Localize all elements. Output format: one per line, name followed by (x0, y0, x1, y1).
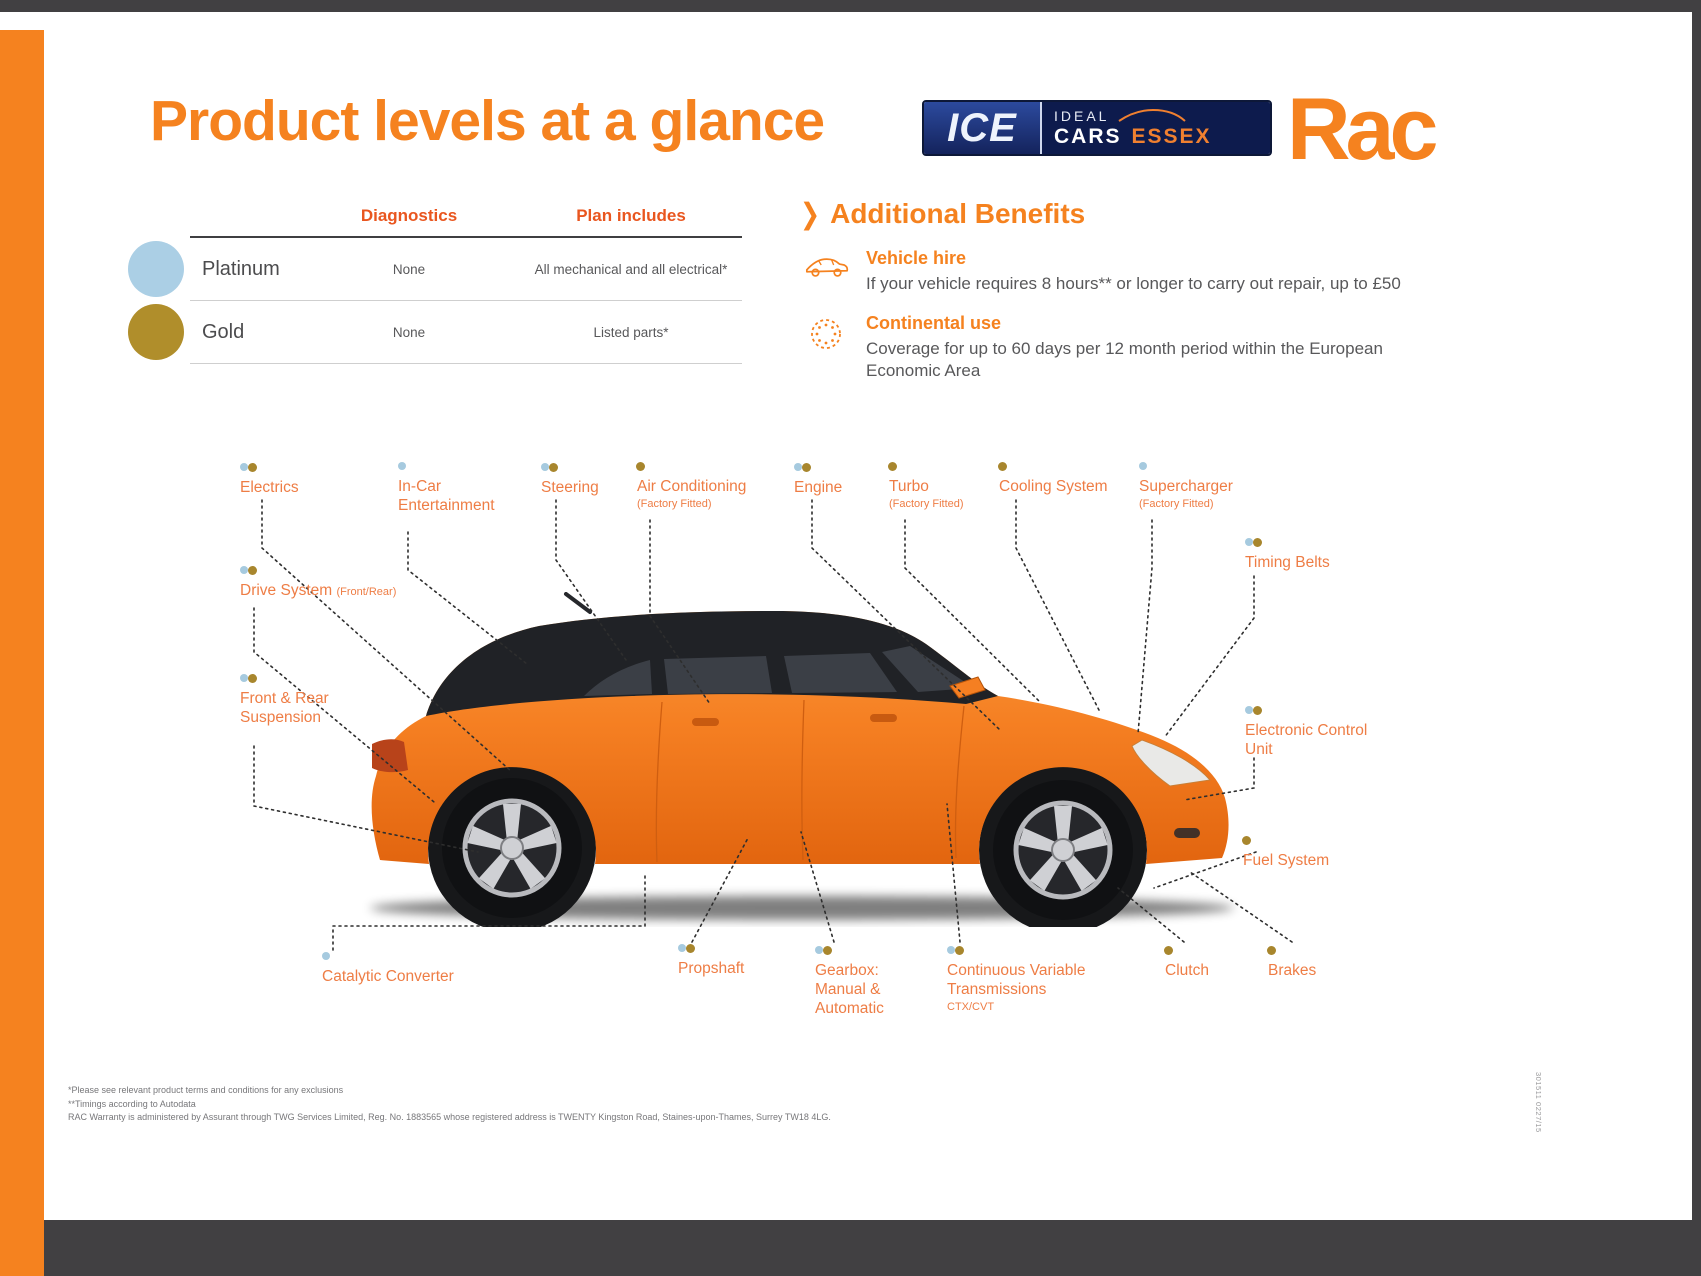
footnote-legal: RAC Warranty is administered by Assurant… (68, 1112, 831, 1122)
car-door-handle (692, 718, 719, 726)
continental-stars-icon (800, 313, 852, 382)
footnotes: *Please see relevant product terms and c… (68, 1084, 831, 1125)
benefits-title: Additional Benefits (830, 198, 1086, 229)
table-bottom-rule (190, 363, 742, 364)
table-header-rule (190, 236, 742, 238)
ice-logo-essex: ESSEX (1131, 125, 1212, 148)
benefit-continental-use: Continental use Coverage for up to 60 da… (800, 313, 1460, 382)
chevron-icon: ❯ (800, 197, 821, 231)
gold-diagnostics: None (392, 324, 426, 340)
car-foglight (1174, 828, 1200, 838)
car-taillight (372, 739, 408, 773)
benefit-description: Coverage for up to 60 days per 12 month … (866, 339, 1383, 381)
table-row-platinum: Platinum None All mechanical and all ele… (128, 238, 742, 300)
footnote-timings: **Timings according to Autodata (68, 1098, 196, 1109)
orange-side-bar (0, 30, 44, 1276)
gold-plan-circle (128, 304, 184, 360)
plan-name: Platinum (202, 257, 280, 280)
vehicle-hire-car-icon (800, 248, 852, 295)
page-title: Product levels at a glance (150, 89, 825, 153)
platinum-diagnostics: None (392, 261, 426, 277)
plans-table: Diagnostics Plan includes Platinum None … (128, 196, 742, 364)
rac-logo: Rac (1287, 79, 1438, 178)
ice-logo-ideal: IDEAL (1054, 108, 1110, 124)
benefit-title: Continental use (866, 313, 1002, 334)
column-header-diagnostics: Diagnostics (360, 206, 458, 225)
ice-dealer-logo: ICE IDEAL CARS ESSEX (922, 100, 1272, 156)
platinum-plan-includes: All mechanical and all electrical* (534, 261, 728, 277)
rear-wheel (442, 778, 582, 918)
benefit-description: If your vehicle requires 8 hours** or lo… (866, 274, 1401, 293)
ice-car-outline-icon (1118, 108, 1187, 122)
document-code: 301511 0227/15 (1534, 1072, 1543, 1133)
table-row-divider (190, 300, 742, 301)
car-door-handle (870, 714, 897, 722)
ice-logo-text: IDEAL CARS ESSEX (1042, 102, 1270, 154)
additional-benefits-section: ❯ Additional Benefits Vehicle hire If yo… (800, 198, 1460, 382)
car-illustration (370, 592, 1234, 927)
ice-logo-abbr: ICE (924, 102, 1042, 154)
car-antenna (564, 592, 592, 614)
platinum-plan-circle (128, 241, 184, 297)
benefit-title: Vehicle hire (866, 248, 967, 268)
front-wheel (993, 780, 1133, 920)
ice-logo-cars: CARS (1054, 125, 1122, 148)
benefit-vehicle-hire: Vehicle hire If your vehicle requires 8 … (800, 248, 1460, 295)
gold-plan-includes: Listed parts* (593, 324, 669, 340)
plan-name: Gold (202, 320, 245, 343)
footnote-exclusions: *Please see relevant product terms and c… (68, 1085, 344, 1095)
table-row-gold: Gold None Listed parts* (128, 301, 742, 363)
column-header-plan-includes: Plan includes (576, 206, 686, 225)
